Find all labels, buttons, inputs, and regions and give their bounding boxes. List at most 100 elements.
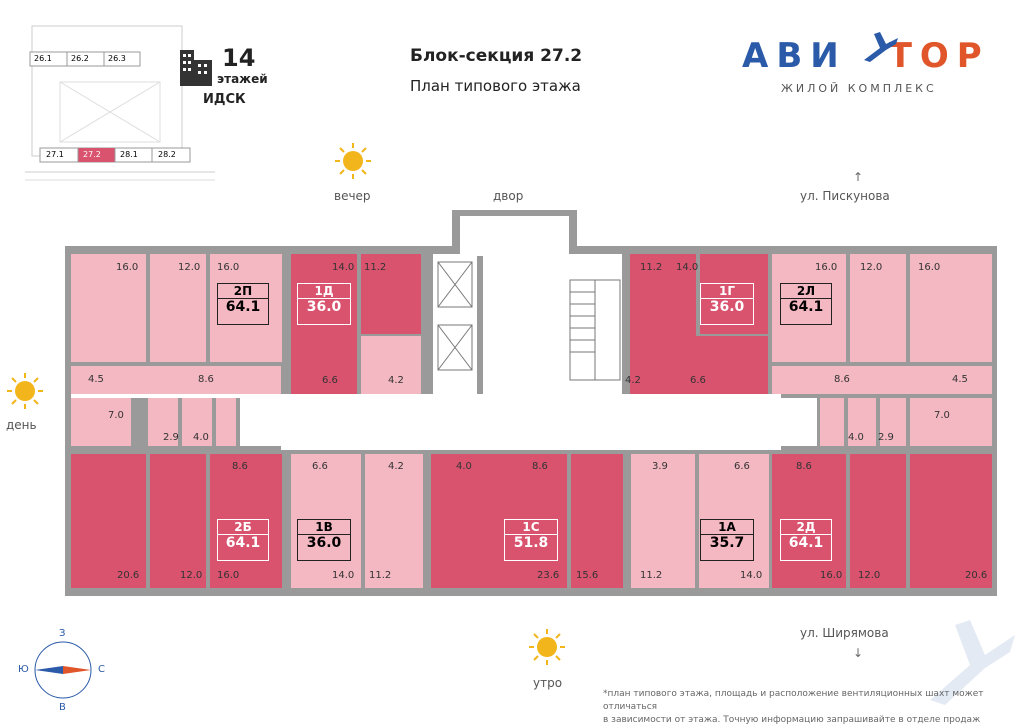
room-area: 8.6 — [232, 461, 248, 472]
room-area: 6.6 — [312, 461, 328, 472]
compass: З В Ю С — [18, 624, 108, 714]
direction-evening: вечер — [334, 189, 371, 203]
room-area: 4.0 — [193, 432, 209, 443]
room-area: 8.6 — [198, 374, 214, 385]
plane-watermark-icon — [920, 610, 1020, 714]
arrow-down-icon: ↓ — [853, 646, 864, 660]
apartment-id: 2Л — [781, 284, 831, 299]
room-area: 7.0 — [108, 410, 124, 421]
site-mini-map: 26.1 26.2 26.3 27.1 27.2 28.1 28.2 — [20, 22, 220, 192]
room-area: 8.6 — [532, 461, 548, 472]
room-area: 4.2 — [388, 461, 404, 472]
site-section-27-2: 27.2 — [83, 150, 101, 159]
apartment-area: 35.7 — [709, 535, 745, 551]
room-area: 6.6 — [690, 375, 706, 386]
apartment-id: 1С — [505, 520, 557, 535]
sun-icon-day — [6, 372, 44, 414]
room-area: 16.0 — [820, 570, 843, 581]
brand-name-part1: АВИ — [742, 36, 847, 76]
room-area: 16.0 — [217, 262, 240, 273]
room-area: 4.2 — [625, 375, 641, 386]
site-section-26-2: 26.2 — [71, 54, 89, 63]
direction-yard: двор — [493, 189, 524, 203]
site-section-26-1: 26.1 — [34, 54, 52, 63]
apartment-1D[interactable]: 1Д 36.0 — [297, 283, 351, 325]
apartment-1V[interactable]: 1В 36.0 — [297, 519, 351, 561]
apartment-2P[interactable]: 2П 64.1 — [217, 283, 269, 325]
apartment-id: 1Д — [298, 284, 350, 299]
room-area: 12.0 — [860, 262, 883, 273]
floors-count: 14 — [222, 44, 256, 72]
site-section-27-1: 27.1 — [46, 150, 64, 159]
compass-north: З — [59, 628, 66, 639]
room-area: 12.0 — [858, 570, 881, 581]
apartment-2B[interactable]: 2Б 64.1 — [217, 519, 269, 561]
apartment-id: 2Б — [218, 520, 268, 535]
room-area: 16.0 — [918, 262, 941, 273]
room-area: 4.2 — [388, 375, 404, 386]
street-bottom: ул. Ширямова — [800, 626, 889, 640]
room-area: 16.0 — [217, 570, 240, 581]
room-area: 7.0 — [934, 410, 950, 421]
room-area: 14.0 — [740, 570, 763, 581]
room-area: 16.0 — [815, 262, 838, 273]
room-area: 4.0 — [456, 461, 472, 472]
brand-name-part2: ТОР — [888, 36, 990, 76]
apartment-id: 2П — [218, 284, 268, 299]
room-area: 2.9 — [163, 432, 179, 443]
room-area: 16.0 — [116, 262, 139, 273]
site-map-drawing — [25, 25, 215, 181]
room-area: 12.0 — [178, 262, 201, 273]
compass-east: С — [98, 664, 105, 675]
room-area: 11.2 — [640, 570, 663, 581]
compass-west: Ю — [18, 664, 29, 675]
room-area: 14.0 — [332, 570, 355, 581]
apartment-area: 36.0 — [709, 299, 745, 315]
apartment-2D[interactable]: 2Д 64.1 — [780, 519, 832, 561]
footnote-line2: в зависимости от этажа. Точную информаци… — [603, 715, 981, 725]
footnote-line1: *план типового этажа, площадь и располож… — [603, 689, 984, 712]
room-area: 14.0 — [332, 262, 355, 273]
brand-subtitle: ЖИЛОЙ КОМПЛЕКС — [781, 82, 937, 95]
apartment-1G[interactable]: 1Г 36.0 — [700, 283, 754, 325]
site-section-28-2: 28.2 — [158, 150, 176, 159]
page-title: Блок-секция 27.2 — [410, 46, 583, 66]
room-area: 8.6 — [796, 461, 812, 472]
room-area: 20.6 — [117, 570, 140, 581]
brand-logo: АВИ ТОР — [742, 32, 990, 76]
room-area: 12.0 — [180, 570, 203, 581]
plane-icon — [860, 30, 900, 73]
apartment-area: 64.1 — [788, 299, 824, 315]
room-area: 11.2 — [369, 570, 392, 581]
compass-rose-icon — [34, 641, 92, 699]
sun-icon-morning — [528, 628, 566, 670]
room-area: 3.9 — [652, 461, 668, 472]
room-area: 14.0 — [676, 262, 699, 273]
room-area: 4.5 — [88, 374, 104, 385]
apartment-area: 36.0 — [306, 299, 342, 315]
apartment-area: 64.1 — [788, 535, 824, 551]
arrow-up-icon: ↑ — [853, 170, 864, 184]
room-area: 4.5 — [952, 374, 968, 385]
room-area: 23.6 — [537, 570, 560, 581]
sun-icon-evening — [334, 142, 372, 184]
compass-south: В — [59, 702, 66, 713]
apartment-area: 51.8 — [513, 535, 549, 551]
building-icon — [176, 44, 216, 92]
room-area: 6.6 — [322, 375, 338, 386]
room-area: 20.6 — [965, 570, 988, 581]
apartment-1S[interactable]: 1С 51.8 — [504, 519, 558, 561]
page-subtitle: План типового этажа — [410, 77, 581, 95]
apartment-area: 64.1 — [225, 535, 261, 551]
room-area: 15.6 — [576, 570, 599, 581]
apartment-2L[interactable]: 2Л 64.1 — [780, 283, 832, 325]
apartment-area: 64.1 — [225, 299, 261, 315]
site-section-28-1: 28.1 — [120, 150, 138, 159]
apartment-id: 1Г — [701, 284, 753, 299]
room-area: 6.6 — [734, 461, 750, 472]
apartment-1A[interactable]: 1А 35.7 — [700, 519, 754, 561]
room-area: 8.6 — [834, 374, 850, 385]
room-area: 11.2 — [640, 262, 663, 273]
direction-morning: утро — [533, 676, 563, 690]
direction-day: день — [6, 418, 37, 432]
